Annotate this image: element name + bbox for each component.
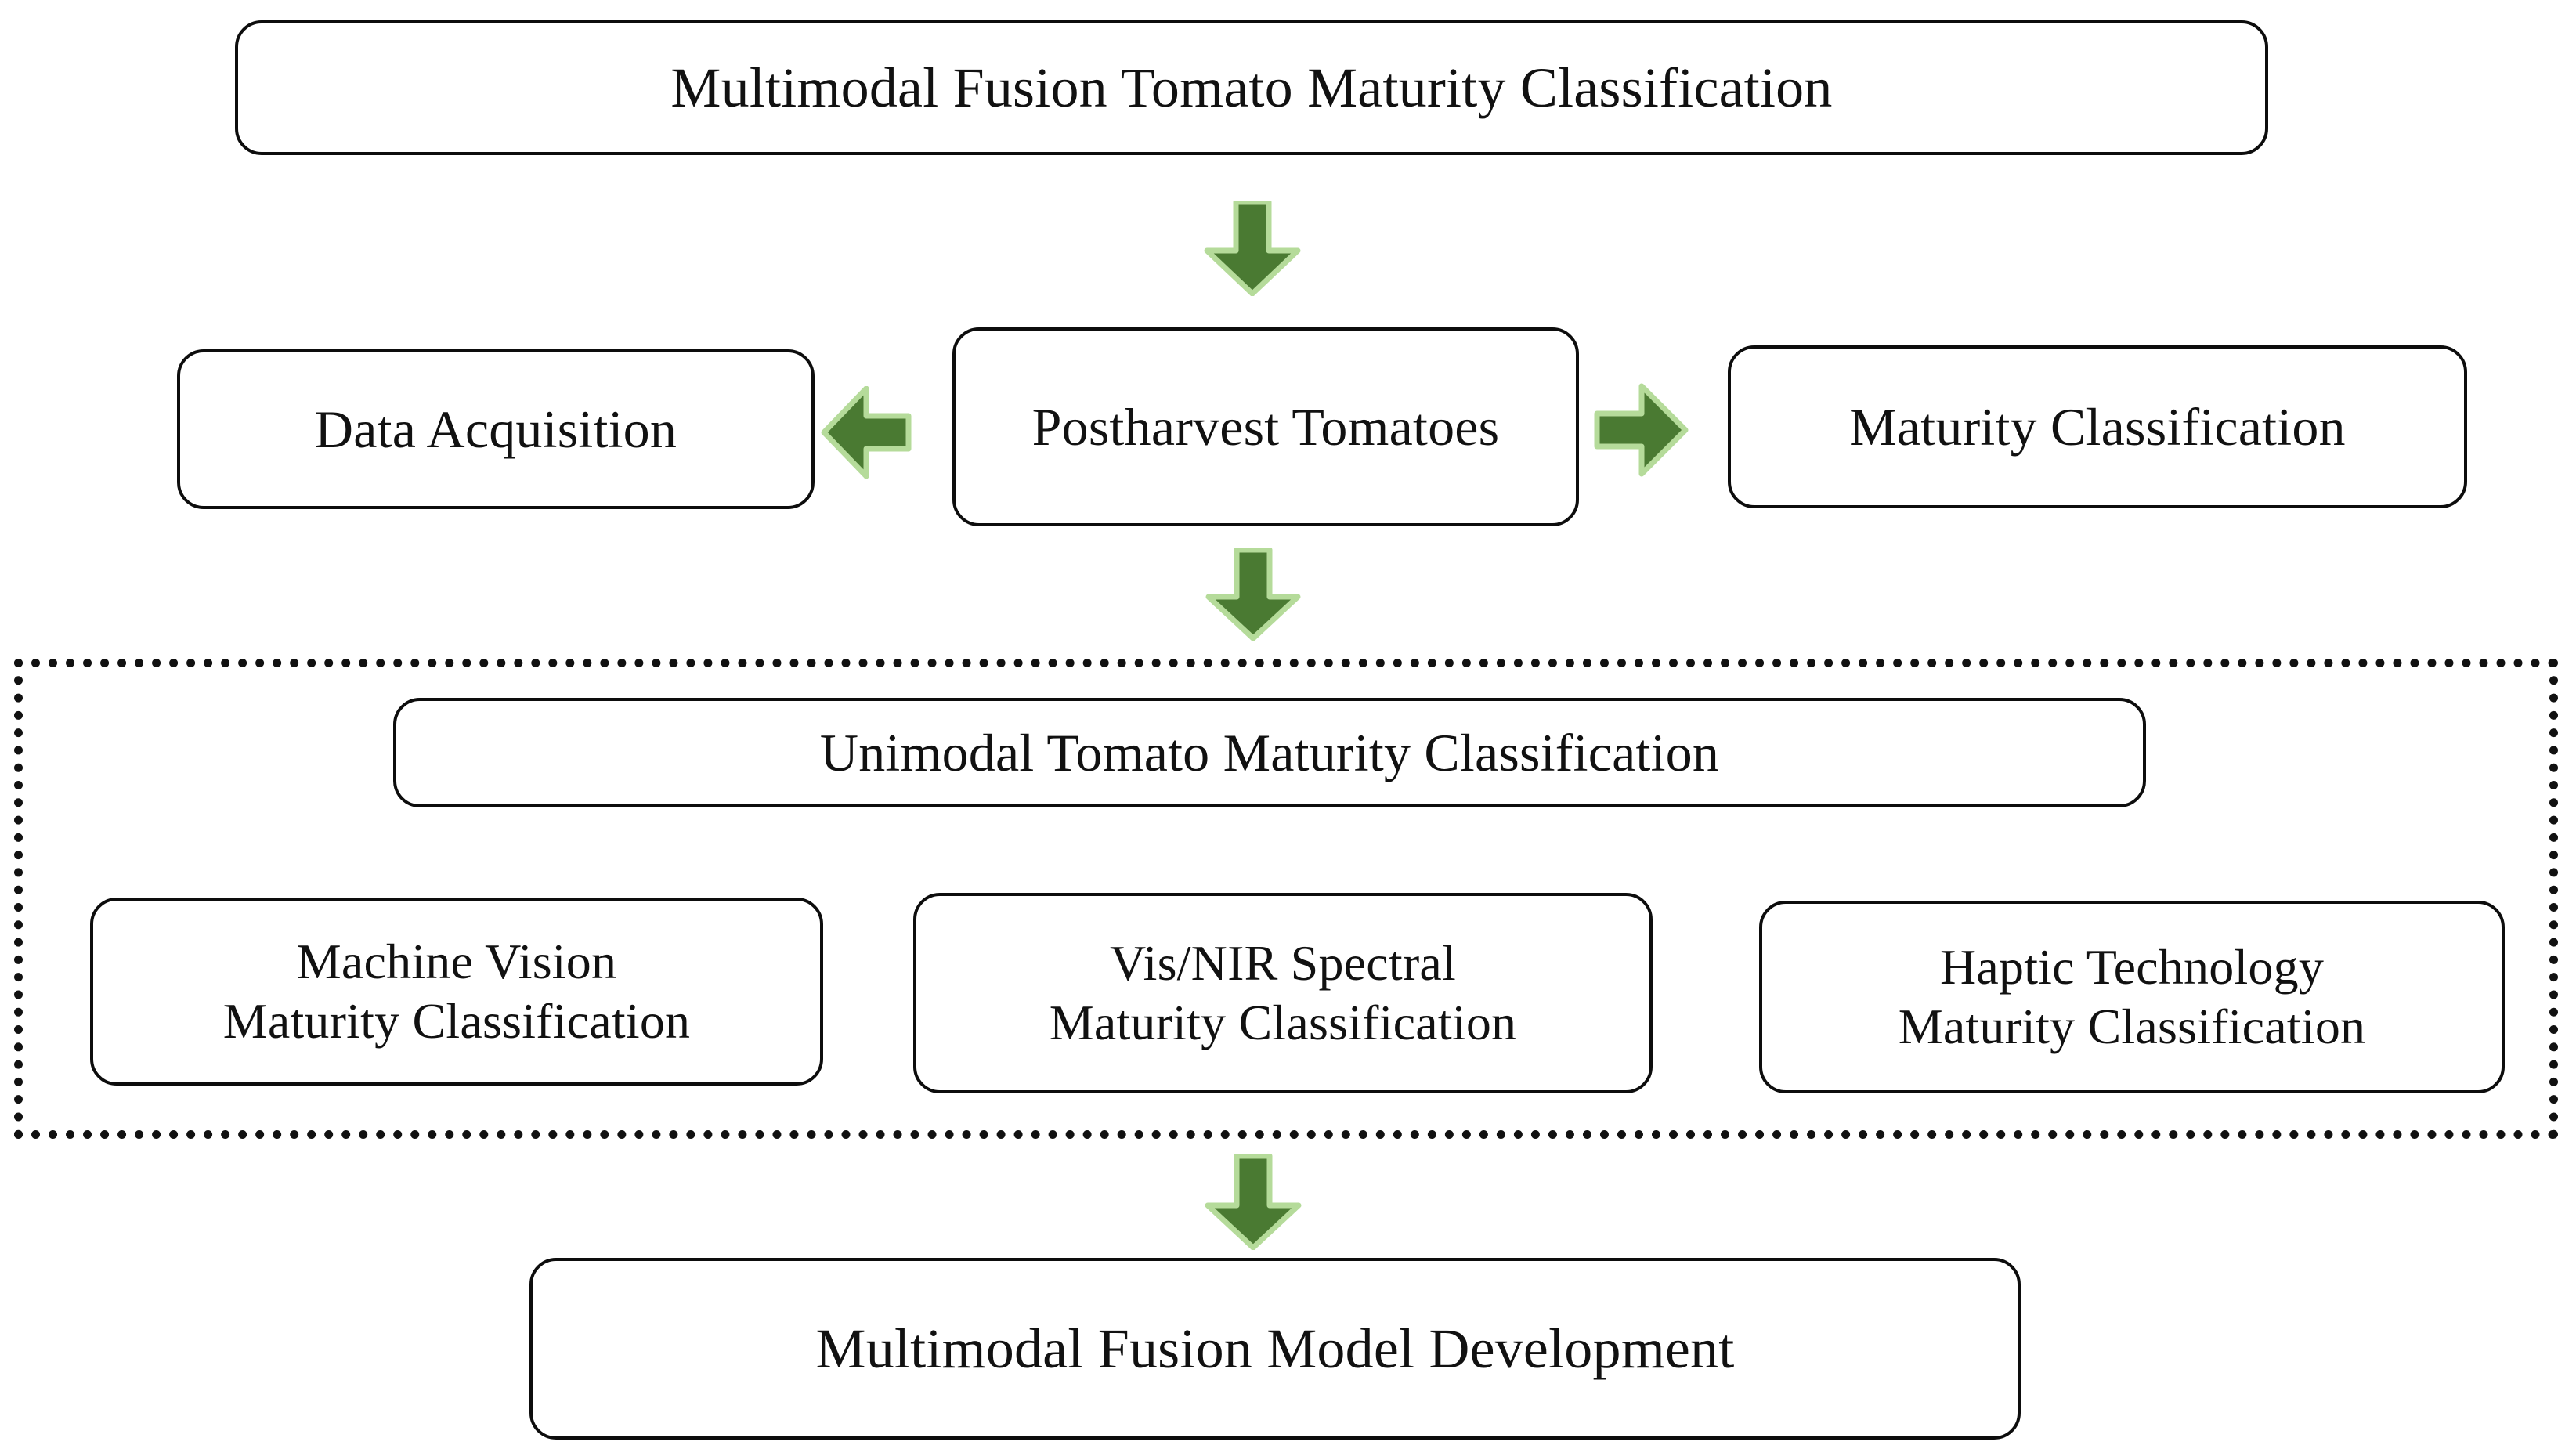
- node-data-acquisition-label: Data Acquisition: [314, 399, 677, 459]
- node-unimodal-classification: Unimodal Tomato Maturity Classification: [393, 698, 2146, 807]
- arrow-center-to-right-icon: [1593, 383, 1689, 477]
- node-fusion-model-development-label: Multimodal Fusion Model Development: [815, 1317, 1735, 1380]
- node-postharvest-tomatoes-label: Postharvest Tomatoes: [1031, 396, 1500, 457]
- node-maturity-classification-label: Maturity Classification: [1849, 396, 2346, 457]
- arrow-root-to-center-down-icon: [1204, 201, 1301, 296]
- node-data-acquisition: Data Acquisition: [177, 349, 815, 509]
- node-maturity-classification: Maturity Classification: [1728, 345, 2467, 508]
- node-vis-nir-spectral-label: Vis/NIR Spectral Maturity Classification: [1049, 935, 1517, 1050]
- node-root-label: Multimodal Fusion Tomato Maturity Classi…: [670, 56, 1833, 119]
- arrow-center-to-left-icon: [821, 386, 912, 479]
- arrow-center-to-group-down-icon: [1205, 548, 1301, 641]
- node-postharvest-tomatoes: Postharvest Tomatoes: [952, 327, 1579, 526]
- arrow-group-to-fusion-down-icon: [1205, 1154, 1302, 1250]
- node-haptic-technology: Haptic Technology Maturity Classificatio…: [1759, 901, 2505, 1093]
- node-root-multimodal-fusion: Multimodal Fusion Tomato Maturity Classi…: [235, 20, 2268, 155]
- node-vis-nir-spectral: Vis/NIR Spectral Maturity Classification: [913, 893, 1653, 1093]
- node-fusion-model-development: Multimodal Fusion Model Development: [529, 1258, 2021, 1440]
- node-haptic-technology-label: Haptic Technology Maturity Classificatio…: [1898, 939, 2366, 1054]
- unimodal-group-container: [14, 659, 2558, 1139]
- node-machine-vision: Machine Vision Maturity Classification: [90, 898, 823, 1086]
- node-unimodal-classification-label: Unimodal Tomato Maturity Classification: [819, 722, 1720, 782]
- node-machine-vision-label: Machine Vision Maturity Classification: [222, 934, 691, 1049]
